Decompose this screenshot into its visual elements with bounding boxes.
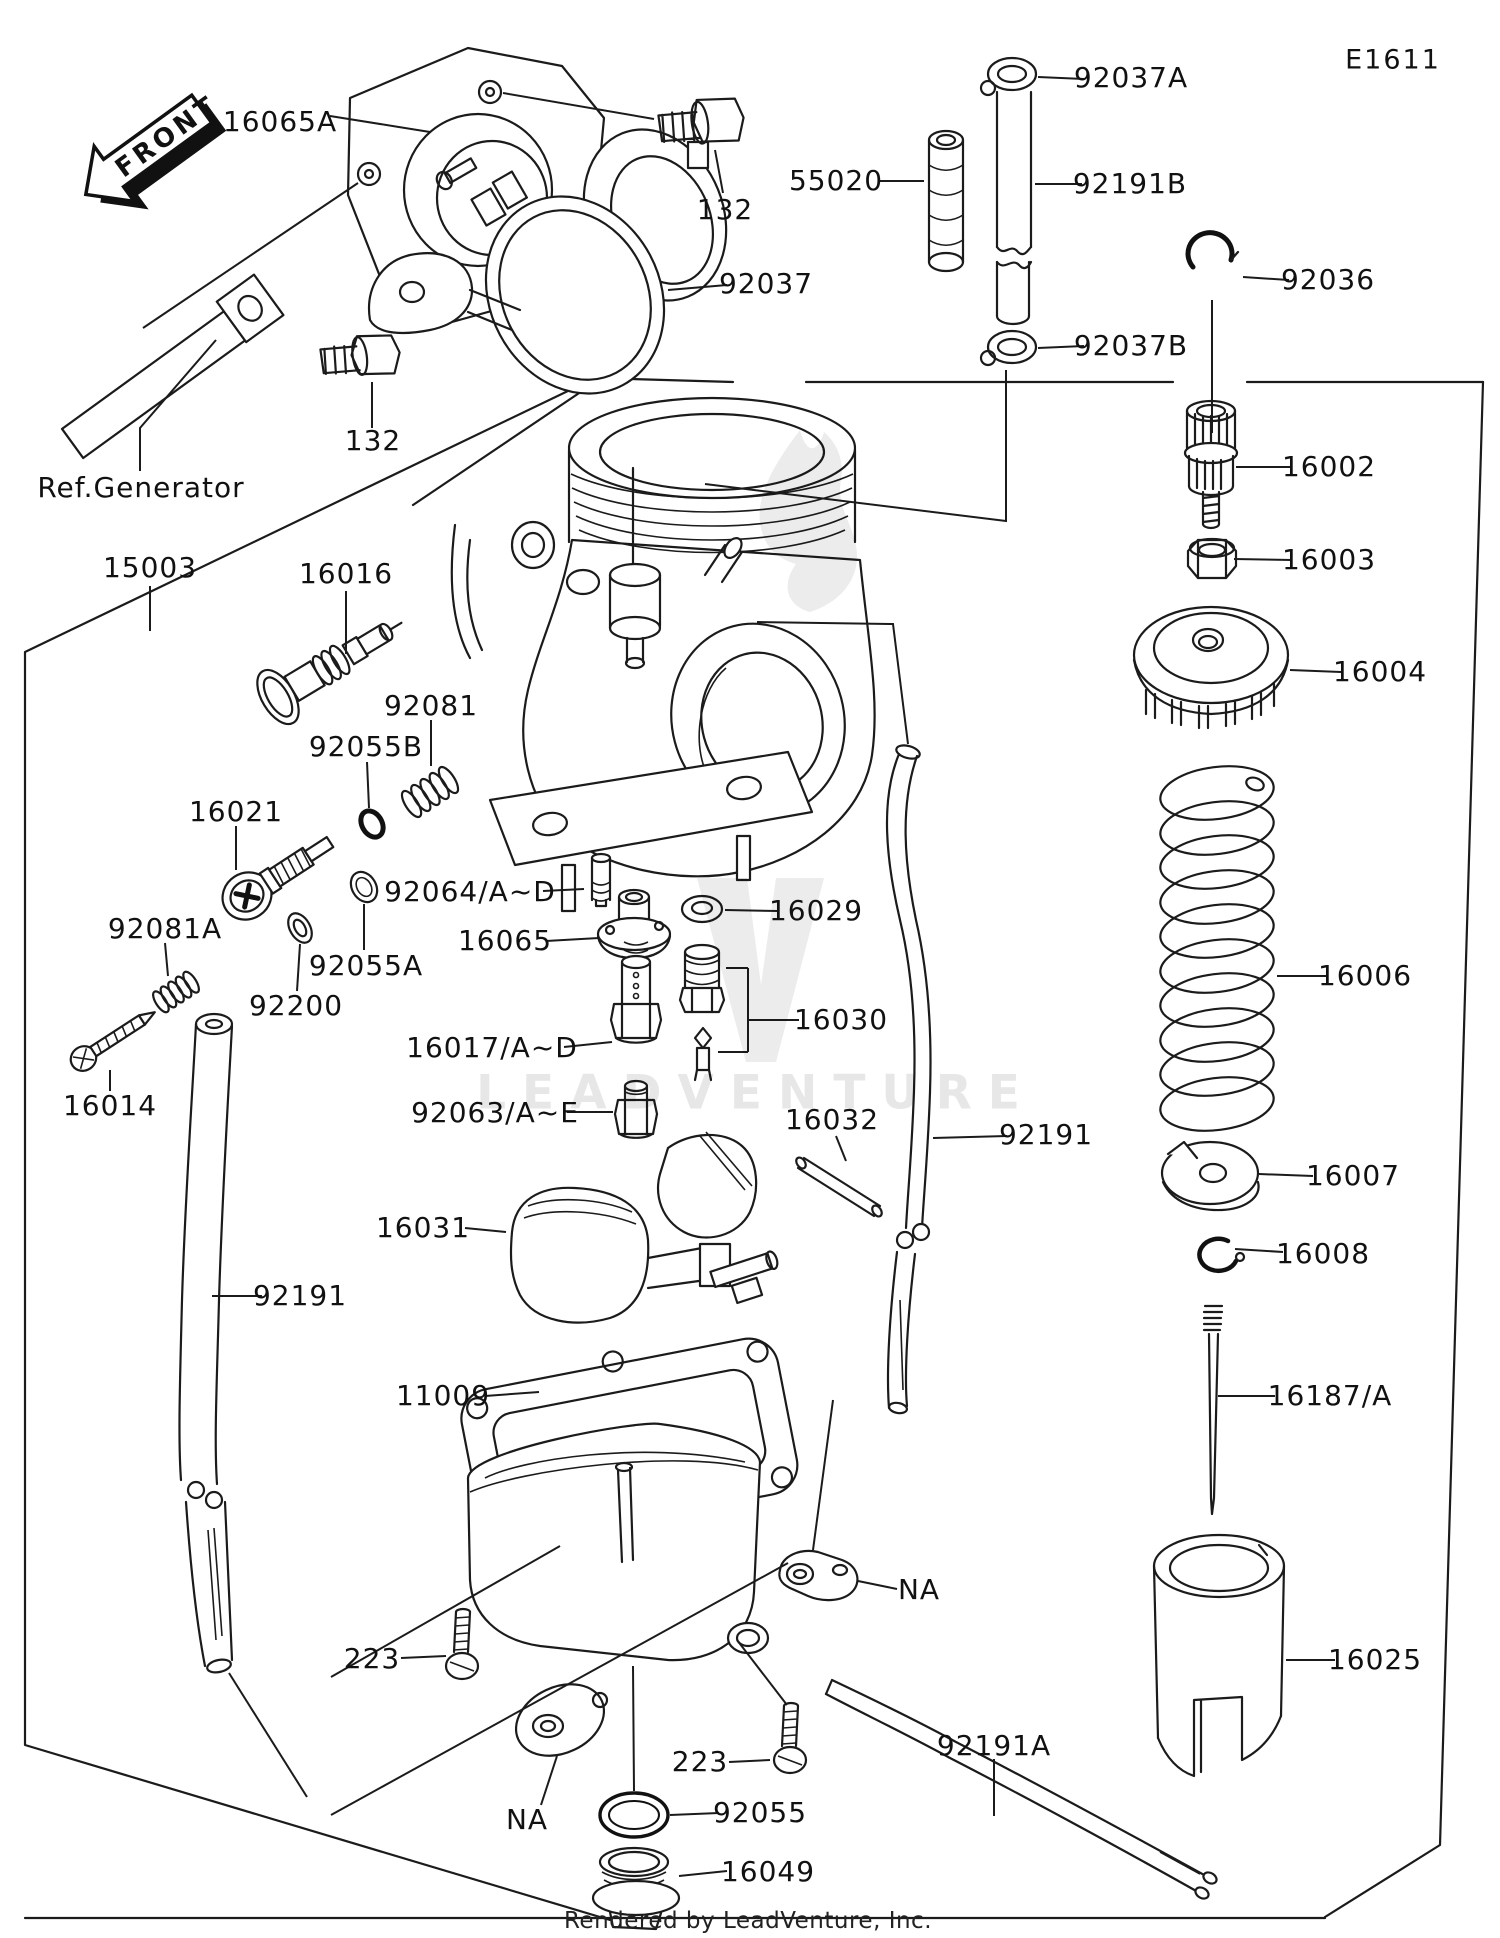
- part-label-16002[interactable]: 16002: [1281, 450, 1377, 483]
- screw-223-left: [444, 1607, 480, 1681]
- part-label-55020[interactable]: 55020: [788, 164, 884, 197]
- watermark-logo: [697, 430, 858, 1062]
- footer-credit: Rendered by LeadVenture, Inc.: [563, 1908, 933, 1934]
- part-label-16007[interactable]: 16007: [1305, 1159, 1401, 1192]
- float-valve-needle-16030: [693, 1026, 713, 1082]
- bracket-na-right: [778, 1549, 859, 1602]
- bracket-na-bottom: [514, 1683, 609, 1757]
- part-label-92081a[interactable]: 92081A: [107, 912, 223, 945]
- part-label-92037b[interactable]: 92037B: [1073, 329, 1189, 362]
- ref-generator-strip: [60, 273, 285, 460]
- bolt-132-left: [319, 334, 401, 376]
- part-label-92191[interactable]: 92191: [998, 1118, 1094, 1151]
- part-label-16008[interactable]: 16008: [1275, 1237, 1371, 1270]
- part-label-16030[interactable]: 16030: [793, 1003, 889, 1036]
- adjuster-16002: [1183, 399, 1239, 530]
- part-label-16031[interactable]: 16031: [375, 1211, 471, 1244]
- part-label-92055a[interactable]: 92055A: [308, 949, 424, 982]
- bolt-132-top: [657, 97, 745, 145]
- sleeve-16025: [1152, 1533, 1286, 1778]
- part-label-132[interactable]: 132: [696, 193, 754, 226]
- circlip-92036: [1185, 230, 1240, 270]
- part-label-16006[interactable]: 16006: [1317, 959, 1413, 992]
- needle-jet-16017: [609, 941, 663, 1044]
- part-label-16021[interactable]: 16021: [188, 795, 284, 828]
- part-label-92037[interactable]: 92037: [718, 267, 814, 300]
- nut-16003: [1186, 537, 1238, 580]
- vent-pipe-16032: [795, 1156, 883, 1218]
- jet-needle-16187: [1202, 1304, 1224, 1516]
- part-label-16025[interactable]: 16025: [1327, 1643, 1423, 1676]
- part-label-92036[interactable]: 92036: [1280, 263, 1376, 296]
- jet-holder-16065: [596, 888, 672, 960]
- part-label-92055[interactable]: 92055: [712, 1796, 808, 1829]
- starter-plug-16016: [256, 621, 403, 726]
- o-ring-92055: [598, 1791, 670, 1839]
- part-label-223[interactable]: 223: [671, 1745, 729, 1778]
- part-label-223[interactable]: 223: [343, 1642, 401, 1675]
- hose-92191-right: [885, 744, 932, 1415]
- part-label-16049[interactable]: 16049: [720, 1855, 816, 1888]
- screw-223-mid: [772, 1701, 808, 1775]
- cap-16004: [1132, 605, 1290, 730]
- air-screw-16021: [221, 835, 335, 921]
- tube-55020: [927, 129, 965, 273]
- part-label-na[interactable]: NA: [897, 1573, 941, 1606]
- part-label-92191[interactable]: 92191: [252, 1279, 348, 1312]
- drain-plug-16049: [591, 1846, 681, 1931]
- part-label-92064ad[interactable]: 92064/A~D: [384, 875, 556, 908]
- part-label-92037a[interactable]: 92037A: [1073, 61, 1189, 94]
- part-label-16065[interactable]: 16065: [457, 924, 553, 957]
- washer-92200: [287, 912, 313, 944]
- hose-92191A: [824, 1678, 1218, 1900]
- o-ring-92055B: [358, 808, 386, 840]
- part-label-92081[interactable]: 92081: [383, 689, 479, 722]
- part-label-16003[interactable]: 16003: [1281, 543, 1377, 576]
- float-16031: [509, 1131, 779, 1324]
- part-label-16032[interactable]: 16032: [784, 1103, 880, 1136]
- part-label-92191b[interactable]: 92191B: [1072, 167, 1188, 200]
- part-label-92191a[interactable]: 92191A: [936, 1729, 1052, 1762]
- o-ring-92055A: [349, 870, 379, 904]
- part-label-16029[interactable]: 16029: [768, 894, 864, 927]
- screw-16014: [69, 1011, 156, 1072]
- pilot-jet-92064: [590, 852, 612, 908]
- spring-92081A: [152, 970, 200, 1014]
- float-bowl: [466, 1422, 770, 1662]
- part-label-15003[interactable]: 15003: [102, 551, 198, 584]
- tube-92191B: [979, 56, 1038, 367]
- part-label-92063ae[interactable]: 92063/A~E: [411, 1096, 579, 1129]
- valve-seat-16030: [678, 943, 726, 1014]
- part-label-16014[interactable]: 16014: [62, 1089, 158, 1122]
- part-label-132[interactable]: 132: [344, 424, 402, 457]
- clamp-92037: [435, 157, 666, 395]
- part-label-16016[interactable]: 16016: [298, 557, 394, 590]
- hose-92191-left: [178, 1012, 234, 1674]
- part-label-16017ad[interactable]: 16017/A~D: [406, 1031, 578, 1064]
- spring-16006: [1159, 765, 1275, 1132]
- part-label-na[interactable]: NA: [505, 1803, 549, 1836]
- carburetor-body: [367, 252, 876, 913]
- spring-92081: [400, 765, 460, 819]
- part-label-16187a[interactable]: 16187/A: [1267, 1379, 1393, 1412]
- part-label-16065a[interactable]: 16065A: [222, 105, 338, 138]
- watermark-text: LEADVENTURE: [476, 1065, 1036, 1121]
- seat-disc-16007: [1160, 1140, 1260, 1212]
- part-label-11009[interactable]: 11009: [395, 1379, 491, 1412]
- e-clip-16008: [1197, 1236, 1246, 1274]
- part-label-92055b[interactable]: 92055B: [308, 730, 424, 763]
- assembly-box-outline: [23, 376, 1485, 1922]
- reference-note-refgenerator: Ref.Generator: [37, 471, 245, 504]
- jet-92063: [613, 1079, 659, 1139]
- part-label-92200[interactable]: 92200: [248, 989, 344, 1022]
- part-label-16004[interactable]: 16004: [1332, 655, 1428, 688]
- diagram-code: E1611: [1345, 44, 1441, 76]
